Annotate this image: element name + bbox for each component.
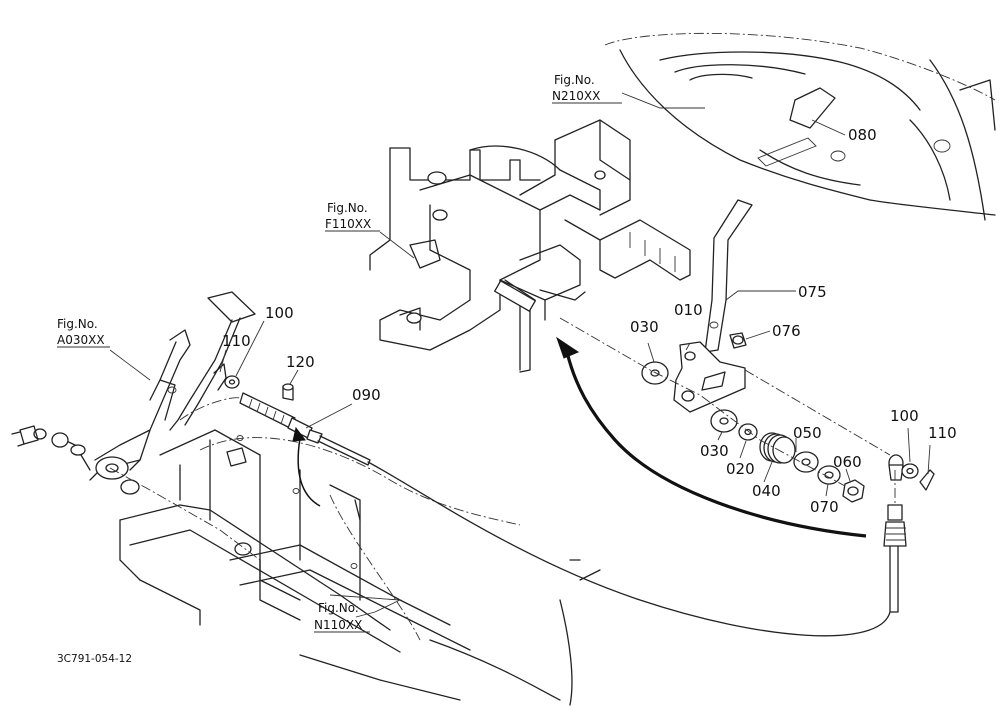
fig-ref-f110-title: Fig.No. [327, 201, 368, 215]
part-label-090: 090 [352, 386, 381, 404]
washer-050 [793, 451, 819, 473]
main-bracket-frame [369, 119, 631, 373]
washer-020 [738, 423, 758, 441]
fig-ref-a030-title: Fig.No. [57, 317, 98, 331]
fig-ref-n210-title: Fig.No. [554, 73, 595, 87]
washer-030-bottom [710, 409, 738, 433]
part-label-050: 050 [793, 424, 822, 442]
seat-fender-outline [604, 32, 996, 221]
part-label-076: 076 [772, 322, 801, 340]
assembly-arrow [556, 336, 867, 538]
cable-direction-arrow [292, 426, 321, 507]
lever-075 [704, 199, 753, 353]
plate-010 [673, 341, 746, 413]
leader-lines [109, 92, 931, 618]
lower-frame [119, 429, 601, 706]
fig-ref-a030-code: A030XX [57, 333, 105, 347]
bolt-076 [729, 332, 747, 349]
part-label-060: 060 [833, 453, 862, 471]
part-label-030-top: 030 [630, 318, 659, 336]
drawing-code: 3C791-054-12 [57, 653, 132, 665]
part-label-070: 070 [810, 498, 839, 516]
part-label-080: 080 [848, 126, 877, 144]
comb-bracket [564, 219, 691, 281]
cable-090 [179, 363, 891, 637]
part-label-010: 010 [674, 301, 703, 319]
nut-060 [842, 479, 865, 503]
part-label-075: 075 [798, 283, 827, 301]
spring-040 [759, 432, 796, 464]
part-label-110-left: 110 [222, 332, 251, 350]
fig-ref-n210-code: N210XX [552, 89, 600, 103]
part-label-120: 120 [286, 353, 315, 371]
fig-ref-n110-code: N110XX [314, 618, 362, 632]
fig-ref-f110-code: F110XX [325, 217, 371, 231]
part-label-040: 040 [752, 482, 781, 500]
part-label-020: 020 [726, 460, 755, 478]
part-label-110-right: 110 [928, 424, 957, 442]
part-label-100-left: 100 [265, 304, 294, 322]
part-label-030-bottom: 030 [700, 442, 729, 460]
cable-end-right [883, 454, 935, 613]
fig-ref-n110-title: Fig.No. [318, 601, 359, 615]
part-label-100-right: 100 [890, 407, 919, 425]
pedal-assembly [11, 291, 261, 561]
